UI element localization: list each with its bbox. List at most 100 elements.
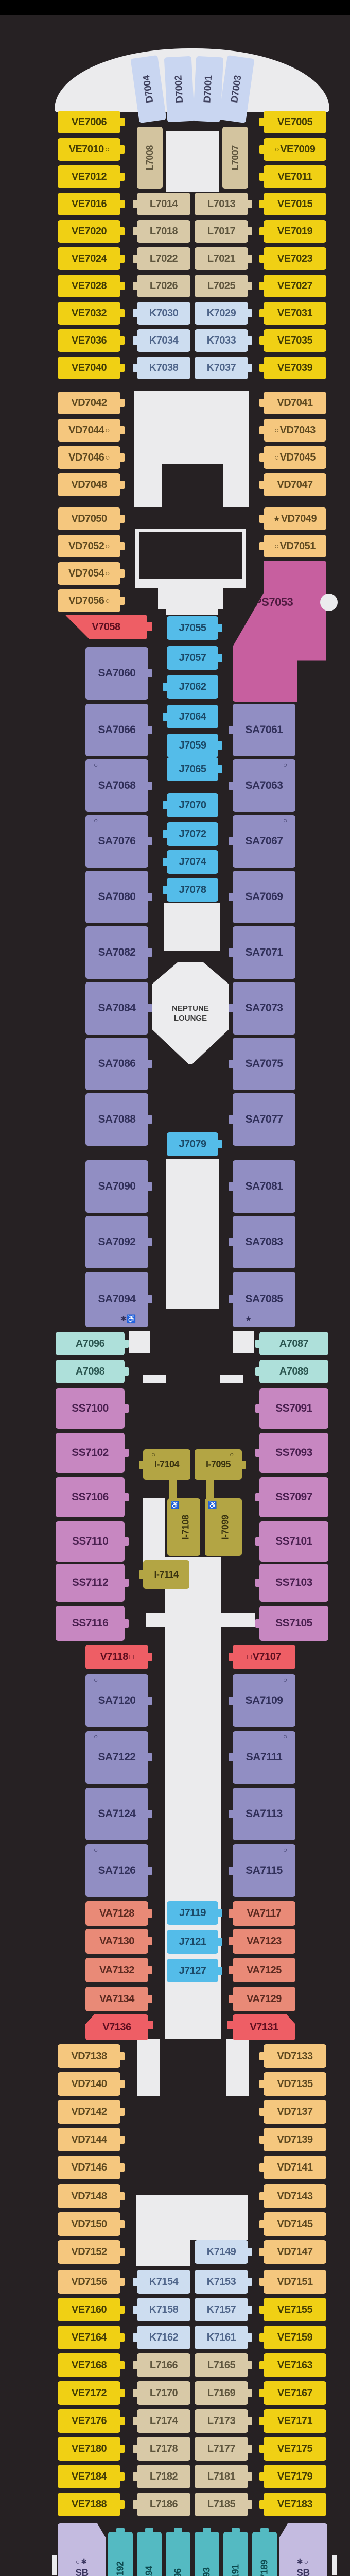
cabin-vd7054[interactable]: VD7054○ xyxy=(58,562,125,585)
cabin-sa7120[interactable]: SA7120○ xyxy=(85,1674,152,1727)
cabin-vd7052[interactable]: VD7052○ xyxy=(58,535,125,557)
cabin-j7079[interactable]: J7079 xyxy=(167,1132,222,1156)
cabin-va7128[interactable]: VA7128 xyxy=(85,1901,152,1926)
cabin-vd7045[interactable]: ○VD7045 xyxy=(259,446,326,469)
cabin-sa7080[interactable]: SA7080 xyxy=(85,871,152,923)
cabin-j7065[interactable]: J7065 xyxy=(167,757,222,781)
cabin-vd7156[interactable]: VD7156 xyxy=(58,2270,125,2294)
cabin-ve7015[interactable]: VE7015 xyxy=(259,193,326,215)
cabin-v7136[interactable]: V7136 xyxy=(85,2014,148,2040)
cabin-l7008[interactable]: L7008 xyxy=(137,127,163,189)
cabin-k7033[interactable]: K7033 xyxy=(195,329,252,352)
cabin-sa7113[interactable]: SA7113 xyxy=(229,1788,295,1840)
cabin-vd7056[interactable]: VD7056○ xyxy=(58,589,125,612)
cabin-ss7101[interactable]: SS7101 xyxy=(255,1521,328,1562)
cabin-l7025[interactable]: L7025 xyxy=(195,275,252,297)
cabin-ve7028[interactable]: VE7028 xyxy=(58,275,125,297)
cabin-ve7176[interactable]: VE7176 xyxy=(58,2409,125,2433)
cabin-ve7040[interactable]: VE7040 xyxy=(58,357,125,379)
cabin-vd7048[interactable]: VD7048 xyxy=(58,473,125,496)
cabin-va7123[interactable]: VA7123 xyxy=(229,1929,295,1954)
cabin-k7149[interactable]: K7149 xyxy=(195,2240,252,2264)
cabin-i-7099[interactable]: I-7099♿ xyxy=(205,1498,242,1556)
cabin-sa7122[interactable]: SA7122○ xyxy=(85,1731,152,1784)
cabin-l7017[interactable]: L7017 xyxy=(195,220,252,243)
cabin-ve7016[interactable]: VE7016 xyxy=(58,193,125,215)
cabin-sa7090[interactable]: SA7090 xyxy=(85,1160,152,1213)
cabin-v7107[interactable]: □V7107 xyxy=(229,1645,295,1669)
cabin-sa7068[interactable]: SA7068○ xyxy=(85,759,152,812)
cabin-k7037[interactable]: K7037 xyxy=(195,357,252,379)
cabin-l7021[interactable]: L7021 xyxy=(195,247,252,270)
cabin-vd7135[interactable]: VD7135 xyxy=(259,2072,326,2096)
cabin-vd7133[interactable]: VD7133 xyxy=(259,2044,326,2068)
cabin-vd7144[interactable]: VD7144 xyxy=(58,2128,125,2151)
cabin-ve7006[interactable]: VE7006 xyxy=(58,111,125,133)
cabin-j7057[interactable]: J7057 xyxy=(167,646,222,670)
cabin-ve7012[interactable]: VE7012 xyxy=(58,165,125,188)
cabin-ss7112[interactable]: SS7112 xyxy=(56,1564,129,1602)
cabin-ss7106[interactable]: SS7106 xyxy=(56,1477,129,1517)
cabin-ve7188[interactable]: VE7188 xyxy=(58,2493,125,2516)
cabin-sa7071[interactable]: SA7071 xyxy=(229,926,295,979)
cabin-vd7139[interactable]: VD7139 xyxy=(259,2128,326,2151)
cabin-ve7163[interactable]: VE7163 xyxy=(259,2353,326,2377)
cabin-sa7076[interactable]: SA7076○ xyxy=(85,815,152,868)
cabin-sa7066[interactable]: SA7066 xyxy=(85,704,152,756)
cabin-vd7051[interactable]: ○VD7051 xyxy=(259,535,326,557)
cabin-j7121[interactable]: J7121 xyxy=(167,1930,222,1954)
cabin-ve7005[interactable]: VE7005 xyxy=(259,111,326,133)
cabin-d7002[interactable]: D7002 xyxy=(164,56,195,123)
cabin-vd7143[interactable]: VD7143 xyxy=(259,2184,326,2208)
cabin-i-7104[interactable]: I-7104○ xyxy=(139,1449,190,1480)
cabin-vd7042[interactable]: VD7042 xyxy=(58,392,125,414)
cabin-k7034[interactable]: K7034 xyxy=(133,329,190,352)
cabin-sa7073[interactable]: SA7073 xyxy=(229,982,295,1035)
cabin-sa7084[interactable]: SA7084 xyxy=(85,982,152,1035)
cabin-k7154[interactable]: K7154 xyxy=(133,2270,190,2294)
cabin-ve7160[interactable]: VE7160 xyxy=(58,2298,125,2321)
cabin-sa7061[interactable]: SA7061 xyxy=(229,704,295,756)
cabin-vd7138[interactable]: VD7138 xyxy=(58,2044,125,2068)
cabin-ve7172[interactable]: VE7172 xyxy=(58,2381,125,2405)
cabin-ve7180[interactable]: VE7180 xyxy=(58,2437,125,2461)
cabin-sa7082[interactable]: SA7082 xyxy=(85,926,152,979)
cabin-vd7044[interactable]: VD7044○ xyxy=(58,419,125,442)
cabin-ss7091[interactable]: SS7091 xyxy=(255,1388,328,1429)
cabin-va7117[interactable]: VA7117 xyxy=(229,1901,295,1926)
cabin-ve7023[interactable]: VE7023 xyxy=(259,247,326,270)
cabin-va7130[interactable]: VA7130 xyxy=(85,1929,152,1954)
cabin-as7194[interactable]: AS7194 xyxy=(137,2528,162,2576)
cabin-l7170[interactable]: L7170 xyxy=(133,2381,190,2405)
cabin-ve7024[interactable]: VE7024 xyxy=(58,247,125,270)
cabin-v7131[interactable]: V7131 xyxy=(233,2014,295,2040)
cabin-l7013[interactable]: L7013 xyxy=(195,193,252,215)
cabin-l7169[interactable]: L7169 xyxy=(195,2381,252,2405)
cabin-k7162[interactable]: K7162 xyxy=(133,2326,190,2349)
cabin-i-7095[interactable]: I-7095○ xyxy=(195,1449,246,1480)
cabin-sa7063[interactable]: SA7063○ xyxy=(229,759,295,812)
cabin-k7029[interactable]: K7029 xyxy=(195,302,252,325)
cabin-ve7159[interactable]: VE7159 xyxy=(259,2326,326,2349)
cabin-ve7011[interactable]: VE7011 xyxy=(259,165,326,188)
cabin-a7096[interactable]: A7096 xyxy=(56,1332,129,1355)
cabin-ve7171[interactable]: VE7171 xyxy=(259,2409,326,2433)
cabin-sa7115[interactable]: SA7115○ xyxy=(229,1844,295,1897)
cabin-sa7092[interactable]: SA7092 xyxy=(85,1216,152,1268)
cabin-vd7145[interactable]: VD7145 xyxy=(259,2212,326,2236)
cabin-l7185[interactable]: L7185 xyxy=(195,2493,252,2516)
cabin-ss7110[interactable]: SS7110 xyxy=(56,1521,129,1562)
cabin-vd7150[interactable]: VD7150 xyxy=(58,2212,125,2236)
cabin-k7157[interactable]: K7157 xyxy=(195,2298,252,2321)
cabin-l7181[interactable]: L7181 xyxy=(195,2465,252,2488)
cabin-ve7164[interactable]: VE7164 xyxy=(58,2326,125,2349)
cabin-ss7100[interactable]: SS7100 xyxy=(56,1388,129,1429)
cabin-ps7053[interactable]: PS7053 xyxy=(233,561,326,702)
cabin-sa7126[interactable]: SA7126○ xyxy=(85,1844,152,1897)
cabin-vd7151[interactable]: VD7151 xyxy=(259,2270,326,2294)
cabin-va7134[interactable]: VA7134 xyxy=(85,1987,152,2011)
cabin-ve7020[interactable]: VE7020 xyxy=(58,220,125,243)
cabin-l7026[interactable]: L7026 xyxy=(133,275,190,297)
cabin-k7038[interactable]: K7038 xyxy=(133,357,190,379)
cabin-sa7083[interactable]: SA7083 xyxy=(229,1216,295,1268)
